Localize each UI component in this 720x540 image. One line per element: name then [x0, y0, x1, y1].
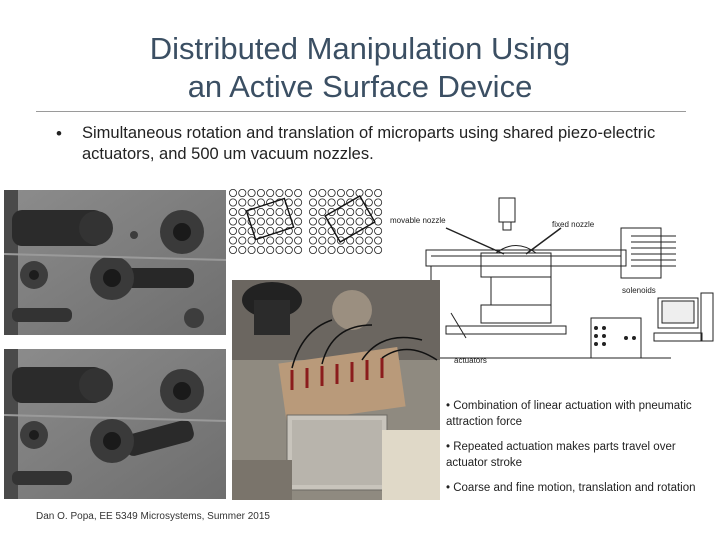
microparts-photo-bottom [4, 349, 226, 499]
bullet-text: Simultaneous rotation and translation of… [82, 124, 656, 163]
note-item: • Repeated actuation makes parts travel … [446, 441, 676, 469]
bullet-symbol: • [56, 124, 62, 143]
label-solenoids: solenoids [622, 286, 656, 295]
microparts-photo-top [4, 190, 226, 335]
active-surface-device-photo [232, 280, 440, 500]
title-line-2: an Active Surface Device [187, 69, 533, 104]
label-actuators: actuators [454, 356, 487, 365]
note-item: • Combination of linear actuation with p… [446, 400, 692, 428]
nozzle-grid-diagram-1 [228, 188, 304, 258]
label-fixed-nozzle: fixed nozzle [552, 220, 595, 229]
title-divider [36, 111, 686, 112]
note-item: • Coarse and fine motion, translation an… [446, 482, 696, 494]
slide-footer: Dan O. Popa, EE 5349 Microsystems, Summe… [36, 511, 270, 522]
title-line-1: Distributed Manipulation Using [149, 31, 571, 66]
nozzle-grid-diagram-2 [308, 188, 384, 258]
notes-list: • Combination of linear actuation with p… [446, 398, 706, 505]
label-movable-nozzle: movable nozzle [390, 216, 446, 225]
slide-title: Distributed Manipulation Using an Active… [0, 30, 720, 106]
